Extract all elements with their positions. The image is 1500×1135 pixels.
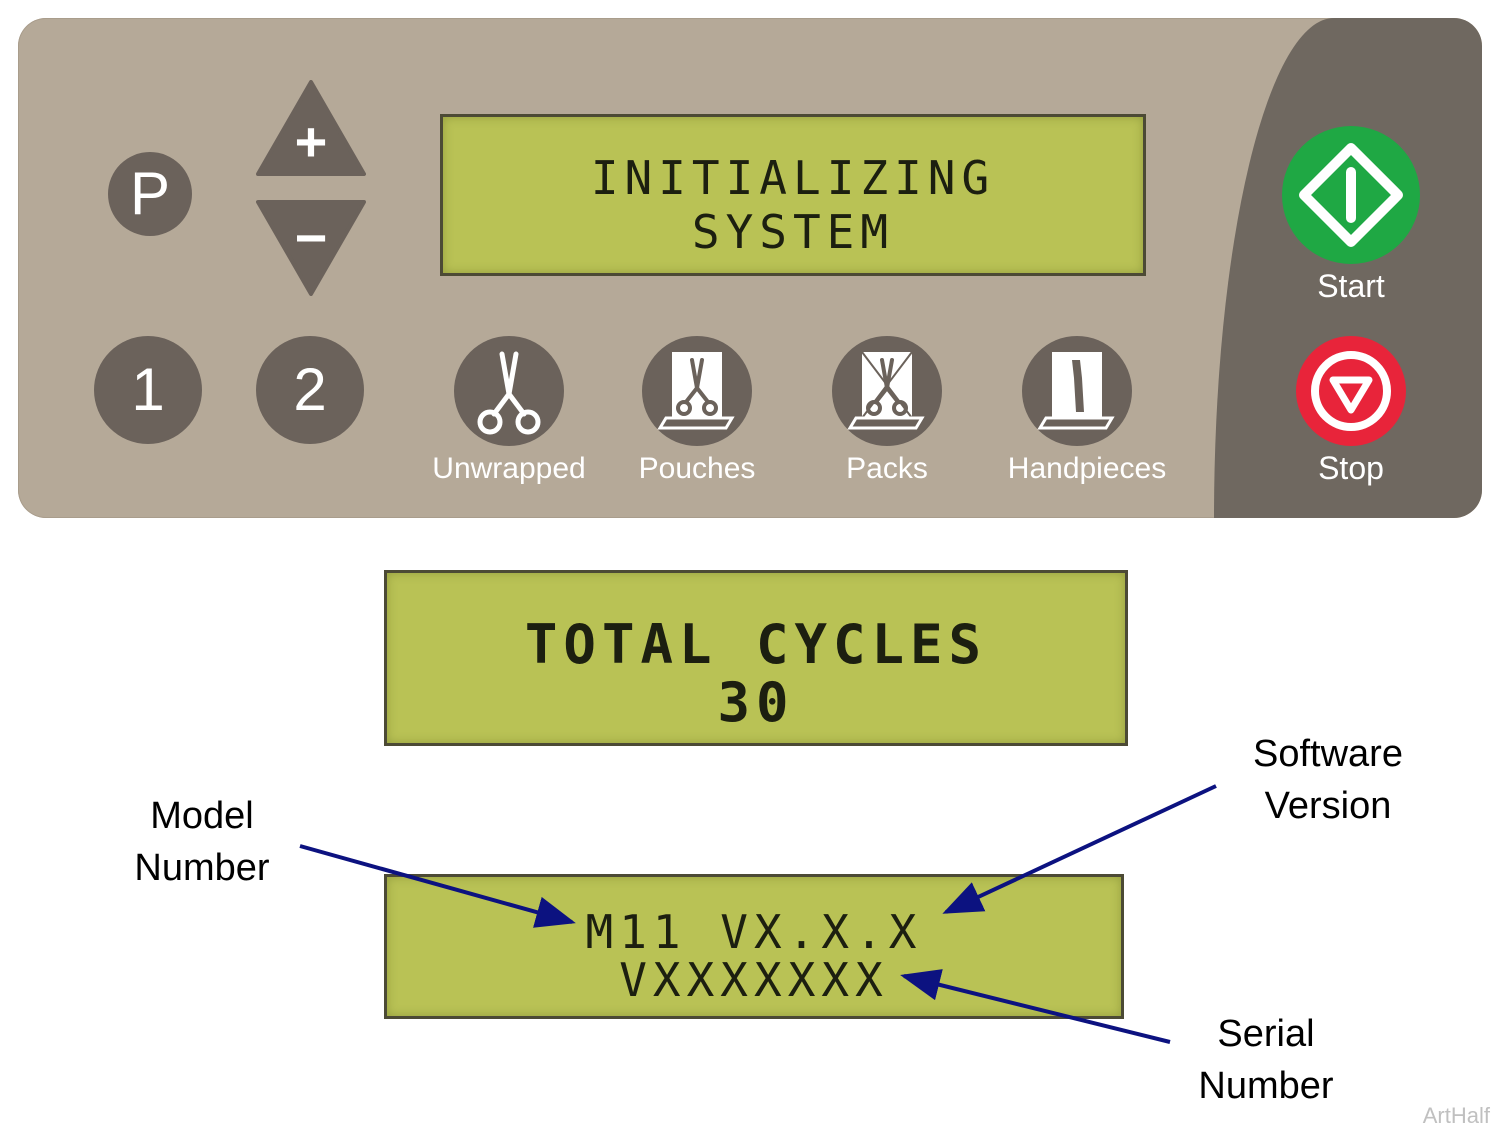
p-button[interactable]: P [108,152,192,236]
stop-button[interactable] [1296,336,1406,446]
up-triangle-icon [256,80,366,176]
handpieces-button[interactable] [1022,336,1132,446]
down-triangle-icon [256,200,366,296]
scissors-icon [477,351,541,435]
plus-label: + [294,110,328,173]
unwrapped-label: Unwrapped [432,452,586,485]
display-line-2: SYSTEM [691,205,895,259]
packs-label: Packs [846,452,928,485]
p-button-label: P [129,160,171,227]
pack-icon [847,351,925,430]
model-number-callout: Model Number [112,790,292,894]
panel-display: INITIALIZING SYSTEM [440,114,1146,276]
minus-button[interactable]: − [256,200,366,296]
plus-button[interactable]: + [256,80,366,176]
software-version-line-2: Version [1264,785,1392,827]
packs-button[interactable] [832,336,942,446]
serial-number-line-2: Number [1198,1065,1334,1107]
control-panel: P + − 1 2 INITIALIZING SYSTEM [18,18,1482,518]
model-number-line-2: Number [134,847,270,889]
version-line-2: VXXXXXXX [619,953,889,1007]
model-number-line-1: Model [150,795,254,837]
start-icon [1299,143,1403,247]
total-cycles-display: TOTAL CYCLES 30 [384,570,1128,746]
start-button[interactable] [1282,126,1420,264]
minus-label: − [294,206,328,269]
stop-icon [1311,351,1391,431]
preset-2-button[interactable]: 2 [256,336,364,444]
preset-2-label: 2 [293,356,327,423]
unwrapped-button[interactable] [454,336,564,446]
pouches-button[interactable] [642,336,752,446]
model-number-arrow [299,844,576,928]
pouch-icon [657,352,735,430]
software-version-line-1: Software [1253,733,1403,775]
pouches-label: Pouches [638,452,756,485]
total-cycles-line-2: 30 [717,671,795,734]
version-display: M11 VX.X.X VXXXXXXX [384,874,1124,1019]
version-line-1: M11 VX.X.X [585,905,923,959]
handpieces-label: Handpieces [1007,452,1167,485]
start-label: Start [1317,268,1385,304]
handpiece-icon [1037,352,1115,430]
preset-1-button[interactable]: 1 [94,336,202,444]
total-cycles-line-1: TOTAL CYCLES [524,613,988,676]
serial-number-line-1: Serial [1217,1013,1315,1055]
software-version-arrow [942,784,1217,914]
display-line-1: INITIALIZING [590,151,996,205]
serial-number-arrow [900,969,1171,1044]
serial-number-callout: Serial Number [1176,1008,1356,1112]
watermark: ArtHalf [1422,1103,1490,1128]
software-version-callout: Software Version [1226,728,1430,832]
preset-1-label: 1 [131,356,165,423]
stop-label: Stop [1318,450,1384,486]
